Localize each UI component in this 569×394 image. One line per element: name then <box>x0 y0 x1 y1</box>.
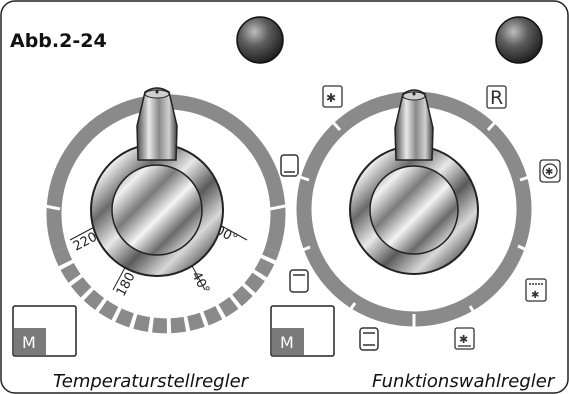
fan-icon: ✱ <box>539 159 561 183</box>
function-knob-inner <box>369 165 459 255</box>
temperature-knob-pointer-dot <box>155 90 159 94</box>
scale-label-180: 180 <box>114 270 139 299</box>
r-label-box: R <box>486 85 507 109</box>
function-knob-pointer-dot <box>412 92 416 96</box>
svg-text:M: M <box>22 333 36 352</box>
oven-top-heat-icon <box>280 154 299 177</box>
temperature-knob-group: 220 180 40° 00° M <box>12 87 291 357</box>
top-bottom-heat-icon <box>359 327 379 351</box>
grill-icon: ✱ <box>525 278 547 302</box>
indicator-lamp-right <box>495 16 543 64</box>
svg-text:M: M <box>280 333 294 352</box>
defrost-icon: ✱ <box>322 85 343 108</box>
svg-text:✱: ✱ <box>459 333 468 346</box>
scale-label-40: 40° <box>188 269 212 296</box>
svg-text:R: R <box>490 87 503 109</box>
indicator-lamp-left <box>236 16 284 64</box>
bottom-heat-icon <box>289 269 309 293</box>
temperature-knob-grip-top <box>144 89 170 99</box>
caption-function: Funktionswahlregler <box>372 371 556 392</box>
svg-text:✱: ✱ <box>545 167 553 178</box>
temperature-knob-grip[interactable] <box>136 87 178 161</box>
scale-tick-00 <box>217 223 248 241</box>
function-knob-group: ✱ R ✱ ✱ ✱ <box>270 85 561 357</box>
function-knob-grip[interactable] <box>394 89 434 161</box>
temperature-mode-badge: M <box>12 305 77 357</box>
temperature-knob-inner <box>111 164 203 256</box>
function-mode-badge: M <box>270 305 335 357</box>
svg-text:✱: ✱ <box>326 91 336 105</box>
figure-label: Abb.2-24 <box>10 30 107 52</box>
svg-text:✱: ✱ <box>531 290 539 301</box>
function-knob-grip-top <box>402 91 426 101</box>
bottom-heat-fan-icon: ✱ <box>454 327 475 350</box>
caption-temperature: Temperaturstellregler <box>53 371 250 392</box>
